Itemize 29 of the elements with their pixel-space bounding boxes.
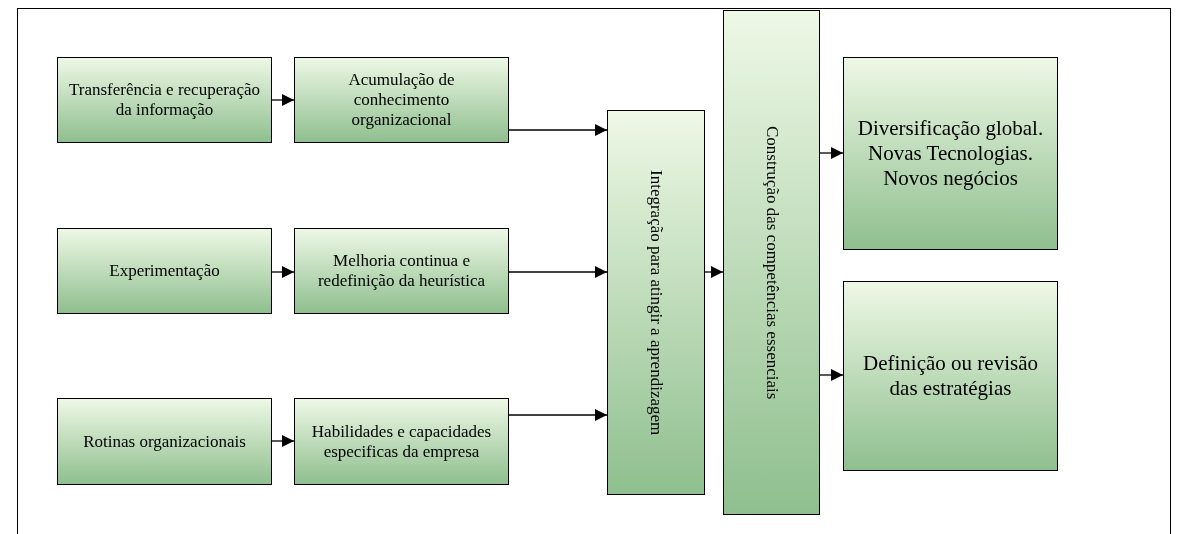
box-text: Definição ou revisão das estratégias: [862, 351, 1039, 401]
box-text: Construção das competências essenciais: [761, 125, 782, 400]
process-box: [294, 398, 509, 485]
arrow: [704, 266, 724, 278]
process-box: [294, 228, 509, 314]
box-text: Acumulação de conhecimento organizacional: [347, 70, 456, 130]
process-box: [57, 57, 272, 143]
process-box: [843, 281, 1058, 471]
process-box: [723, 10, 820, 515]
process-box: [57, 398, 272, 485]
box-text: Melhoria continua e redefinição da heurística: [316, 251, 487, 291]
box-text: Experimentação: [109, 261, 220, 281]
arrow: [819, 147, 844, 159]
process-box: [57, 228, 272, 314]
box-text: Diversificação global. Novas Tecnologias. Novos negócios: [856, 116, 1045, 191]
box-text: Transferência e recuperação da informação: [68, 80, 261, 120]
box-text: Habilidades e capacidades especificas da empresa: [310, 421, 493, 462]
arrow: [508, 409, 608, 421]
box-text: Integração para atingir a aprendizagem: [646, 169, 666, 436]
process-box: [607, 110, 705, 495]
process-box: [843, 57, 1058, 250]
arrow: [508, 124, 608, 136]
box-text: Rotinas organizacionais: [83, 431, 246, 452]
arrow: [271, 94, 295, 106]
arrow: [819, 369, 844, 381]
arrow: [508, 266, 608, 278]
process-box: [294, 57, 509, 143]
arrow: [271, 435, 295, 447]
arrow: [271, 266, 295, 278]
